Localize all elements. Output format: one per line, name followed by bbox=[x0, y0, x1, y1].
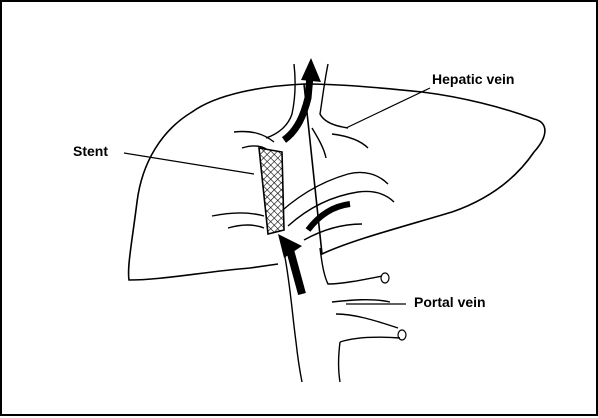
portal-vein-label: Portal vein bbox=[414, 294, 486, 310]
stent-leader bbox=[124, 153, 254, 174]
hepatic-vein-leader bbox=[346, 88, 430, 128]
portal-vein-branch-upper bbox=[272, 172, 394, 226]
portal-vein-branch-end-upper bbox=[381, 273, 389, 283]
flow-arrow-top-head bbox=[301, 58, 321, 82]
stent-label: Stent bbox=[73, 143, 108, 159]
portal-vein-branch-left bbox=[212, 213, 264, 228]
portal-vein-trunk bbox=[284, 248, 400, 382]
hepatic-vein-branch-right bbox=[312, 128, 368, 158]
liver-outline bbox=[129, 84, 545, 280]
flow-arrow-portal-segment bbox=[290, 250, 302, 294]
stent bbox=[259, 148, 284, 234]
hepatic-vein-label: Hepatic vein bbox=[432, 71, 514, 87]
hepatic-vein-trunk-right bbox=[320, 64, 348, 128]
hepatic-vein-trunk-left bbox=[266, 64, 295, 138]
portal-vein-branch-end-lower bbox=[398, 330, 406, 340]
